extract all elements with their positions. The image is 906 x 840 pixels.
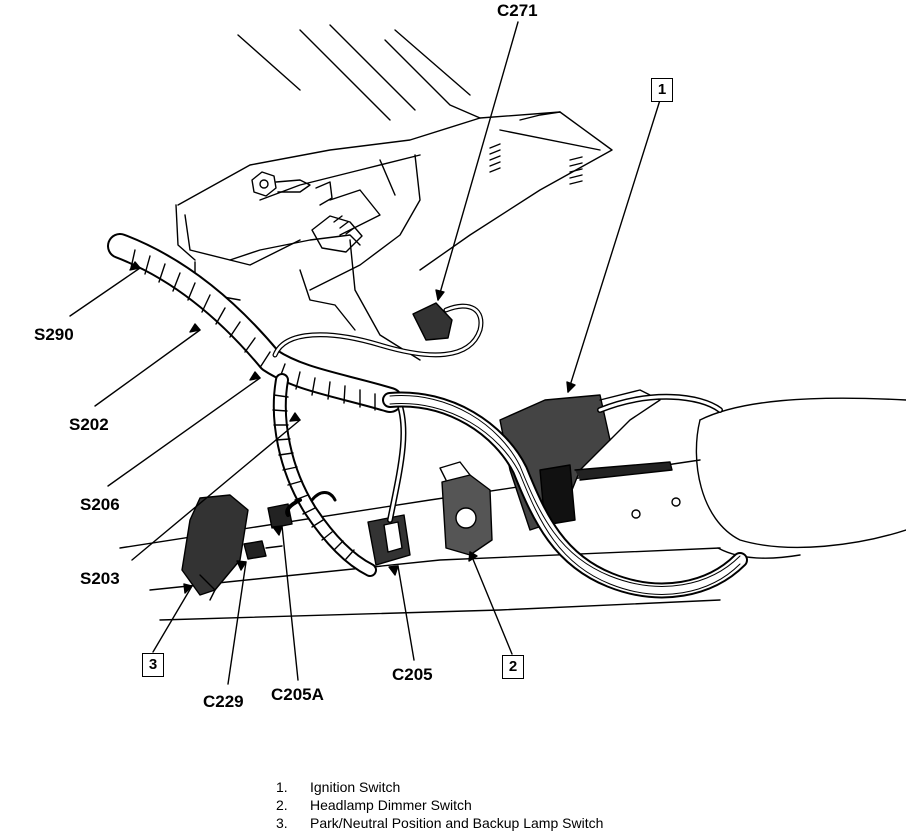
leader-dimmer-switch: [469, 551, 513, 655]
leader-s203: [131, 419, 301, 561]
label-s206: S206: [80, 495, 120, 514]
ref-box-3: 3: [142, 653, 164, 677]
legend-label: Headlamp Dimmer Switch: [310, 797, 472, 813]
label-c229: C229: [203, 692, 244, 711]
spring-right: [569, 156, 583, 185]
label-c205: C205: [392, 665, 433, 684]
leader-park-neutral-switch: [152, 585, 193, 653]
ignition-switch: [499, 389, 673, 531]
label-c271: C271: [497, 1, 538, 20]
leader-s202: [94, 329, 201, 407]
leader-c271: [437, 21, 519, 301]
leader-ignition-switch: [567, 99, 661, 393]
ref-box-1: 1: [651, 78, 673, 102]
leader-c229: [227, 561, 247, 685]
leader-s290: [69, 267, 141, 317]
label-c205a: C205A: [271, 685, 324, 704]
label-s202: S202: [69, 415, 109, 434]
leader-lines: [69, 21, 661, 685]
legend-item: 1. Ignition Switch: [276, 778, 603, 796]
wiring-harness: [107, 233, 748, 599]
label-s203: S203: [80, 569, 120, 588]
label-s290: S290: [34, 325, 74, 344]
park-neutral-switch: [181, 494, 249, 601]
leader-c205: [397, 565, 415, 661]
dashboard-bracket: [175, 24, 613, 361]
leader-c205a: [281, 525, 299, 681]
legend-number: 3.: [276, 815, 288, 831]
c229-connector: [243, 540, 283, 560]
leader-s206: [107, 377, 261, 487]
cable-housing: [311, 215, 363, 253]
legend-number: 2.: [276, 797, 288, 813]
dimmer-switch: [439, 461, 493, 556]
spring-left: [489, 143, 501, 173]
c205-connector: [367, 514, 411, 566]
mounting-bolt: [251, 171, 333, 206]
legend: 1. Ignition Switch 2. Headlamp Dimmer Sw…: [276, 778, 603, 832]
legend-item: 3. Park/Neutral Position and Backup Lamp…: [276, 814, 603, 832]
legend-label: Park/Neutral Position and Backup Lamp Sw…: [310, 815, 604, 831]
legend-number: 1.: [276, 779, 288, 795]
legend-label: Ignition Switch: [310, 779, 401, 795]
ref-box-2: 2: [502, 655, 524, 679]
legend-item: 2. Headlamp Dimmer Switch: [276, 796, 603, 814]
c271-connector: [412, 302, 453, 341]
